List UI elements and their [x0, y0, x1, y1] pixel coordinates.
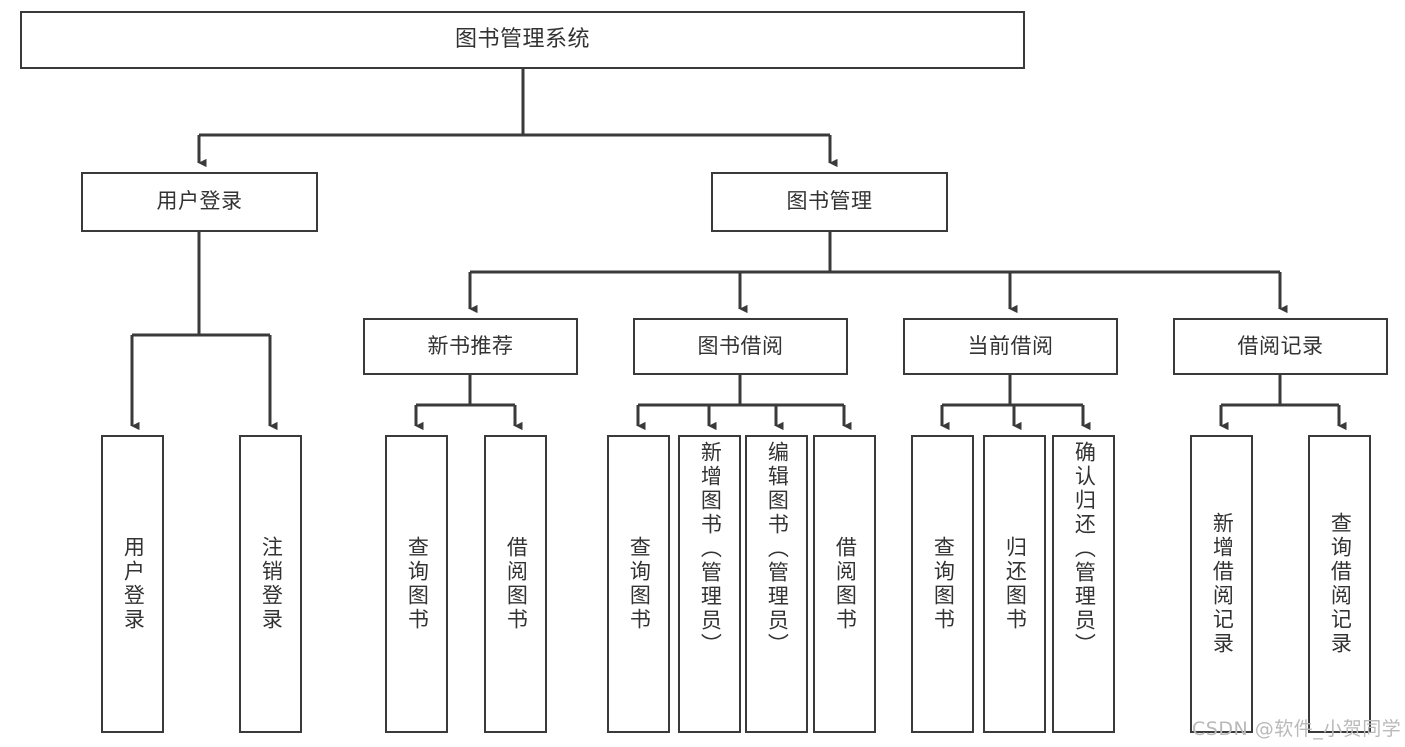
node-leaf-confirm-return-label: 确认归还（管理员）: [1072, 441, 1097, 657]
node-leaf-add-record[interactable]: 新增借阅记录: [1190, 435, 1253, 733]
node-leaf-edit-book[interactable]: 编辑图书（管理员）: [745, 435, 808, 733]
node-book-management-label: 图书管理: [786, 189, 873, 214]
node-user-login-label: 用户登录: [156, 189, 243, 214]
node-leaf-borrow-book-new[interactable]: 借阅图书: [484, 435, 547, 733]
node-leaf-query-book-current-label: 查询图书: [931, 536, 956, 632]
node-leaf-borrow-book-label: 借阅图书: [833, 536, 858, 632]
csdn-watermark: CSDN @软件_小贺同学: [1192, 718, 1402, 740]
node-new-book-recommend-label: 新书推荐: [427, 333, 514, 358]
node-leaf-query-book-new-label: 查询图书: [405, 536, 430, 632]
node-borrow-records-label: 借阅记录: [1237, 333, 1324, 358]
node-leaf-confirm-return[interactable]: 确认归还（管理员）: [1052, 435, 1115, 733]
node-leaf-query-record-label: 查询借阅记录: [1328, 512, 1353, 656]
node-current-borrow[interactable]: 当前借阅: [903, 318, 1118, 375]
node-leaf-return-book-label: 归还图书: [1003, 536, 1028, 632]
node-leaf-return-book[interactable]: 归还图书: [983, 435, 1046, 733]
node-leaf-borrow-book-new-label: 借阅图书: [504, 536, 529, 632]
node-leaf-add-book[interactable]: 新增图书（管理员）: [678, 435, 741, 733]
node-leaf-query-book-current[interactable]: 查询图书: [911, 435, 974, 733]
node-leaf-add-book-label: 新增图书（管理员）: [698, 441, 723, 657]
node-book-borrow[interactable]: 图书借阅: [633, 318, 848, 375]
node-leaf-logout-label: 注销登录: [259, 536, 284, 632]
node-leaf-borrow-book[interactable]: 借阅图书: [813, 435, 876, 733]
node-book-borrow-label: 图书借阅: [697, 333, 784, 358]
node-current-borrow-label: 当前借阅: [967, 333, 1054, 358]
node-leaf-user-login[interactable]: 用户登录: [101, 435, 164, 733]
node-leaf-edit-book-label: 编辑图书（管理员）: [765, 441, 790, 657]
node-root[interactable]: 图书管理系统: [20, 11, 1025, 69]
node-book-management[interactable]: 图书管理: [711, 172, 948, 232]
node-leaf-add-record-label: 新增借阅记录: [1210, 512, 1235, 656]
node-leaf-query-book-borrow-label: 查询图书: [627, 536, 652, 632]
node-borrow-records[interactable]: 借阅记录: [1173, 318, 1388, 375]
node-user-login[interactable]: 用户登录: [81, 172, 318, 232]
node-leaf-query-record[interactable]: 查询借阅记录: [1308, 435, 1371, 733]
node-new-book-recommend[interactable]: 新书推荐: [363, 318, 578, 375]
node-leaf-query-book-borrow[interactable]: 查询图书: [607, 435, 670, 733]
node-leaf-query-book-new[interactable]: 查询图书: [385, 435, 448, 733]
node-leaf-user-login-label: 用户登录: [121, 536, 146, 632]
node-root-label: 图书管理系统: [454, 26, 590, 52]
node-leaf-logout[interactable]: 注销登录: [239, 435, 302, 733]
